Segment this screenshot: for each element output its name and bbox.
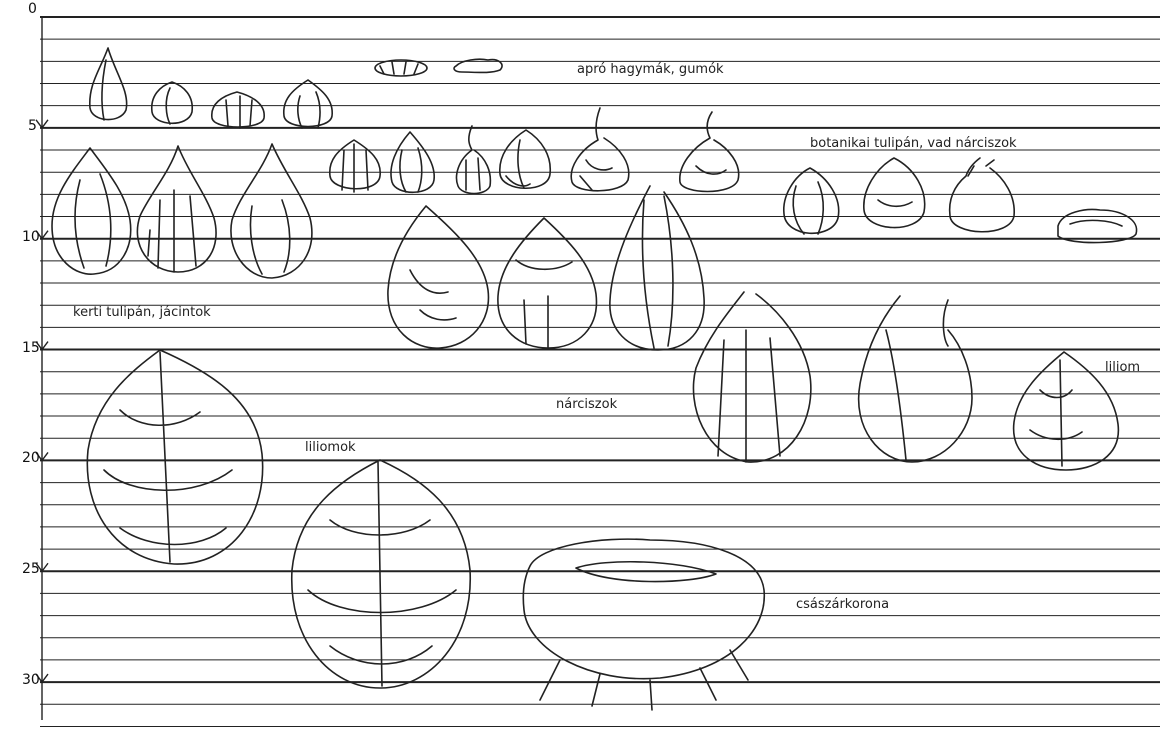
botanical-bulb-4	[500, 130, 550, 188]
lily-bulb-single	[1014, 352, 1119, 470]
narcissus-bulb-2	[498, 218, 597, 348]
depth-label-5: 5	[28, 118, 37, 134]
depth-label-25: 25	[22, 561, 40, 577]
tulip-bulb-1	[52, 148, 131, 274]
small-bulb-4	[284, 80, 332, 128]
depth-label-15: 15	[22, 340, 40, 356]
tulip-bulb-2	[137, 146, 216, 272]
narcissus-bulb-4	[693, 292, 810, 462]
narcissus-bulb-1	[388, 206, 489, 348]
narcissus-bulb-3	[610, 186, 704, 350]
depth-label-20: 20	[22, 450, 40, 466]
label-garden-tulip: kerti tulipán, jácintok	[73, 305, 211, 320]
botanical-bulb-7	[784, 168, 839, 234]
label-small-bulbs: apró hagymák, gumók	[577, 62, 724, 77]
tuber-2	[454, 59, 502, 72]
botanical-bulb-6	[680, 112, 739, 192]
depth-label-0: 0	[28, 1, 37, 17]
crown-imperial-bulb	[523, 539, 764, 710]
botanical-tuber	[1058, 210, 1137, 243]
label-botanical: botanikai tulipán, vad nárciszok	[810, 136, 1017, 151]
label-lily-single: liliom	[1105, 360, 1140, 375]
small-bulb-3	[212, 92, 264, 128]
label-lilies: liliomok	[305, 440, 356, 455]
lily-bulb-2	[292, 460, 471, 688]
label-crown-imperial: császárkorona	[796, 597, 889, 612]
botanical-bulb-3	[457, 126, 491, 194]
tulip-bulb-3	[231, 144, 312, 278]
narcissus-bulb-5	[859, 296, 972, 462]
small-bulb-1	[90, 48, 127, 120]
tuber-1	[375, 60, 427, 76]
depth-label-10: 10	[22, 229, 40, 245]
small-bulb-2	[152, 82, 193, 124]
label-narcissus: nárciszok	[556, 397, 617, 412]
botanical-bulb-5	[571, 108, 629, 191]
botanical-bulb-1	[330, 140, 380, 192]
lily-bulb-1	[87, 350, 262, 564]
botanical-bulb-9	[950, 158, 1015, 232]
botanical-bulb-8	[864, 158, 925, 228]
botanical-bulb-2	[391, 132, 434, 192]
depth-label-30: 30	[22, 672, 40, 688]
